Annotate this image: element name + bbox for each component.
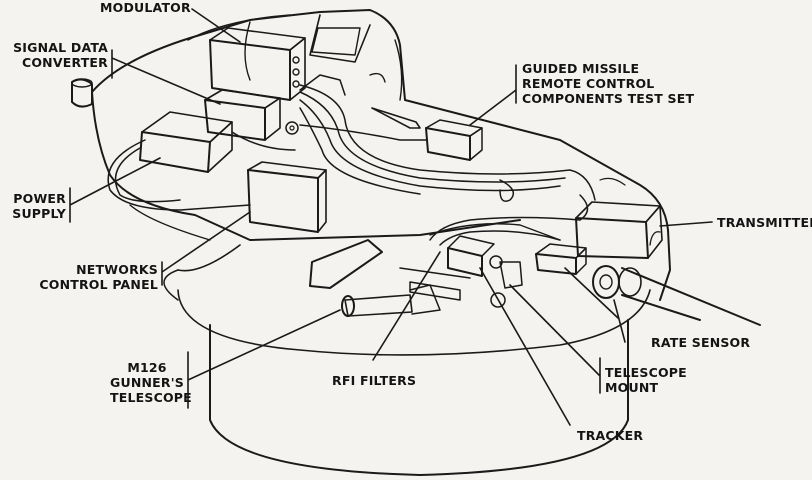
modulator-box	[209, 27, 306, 101]
label-modulator: MODULATOR	[100, 0, 191, 15]
label-power-supply-line-1: POWER	[13, 191, 66, 206]
label-power-supply: POWER SUPPLY	[4, 191, 66, 221]
console-block	[309, 239, 383, 289]
transmitter-box	[575, 201, 663, 259]
label-telescope-mount-line-2: MOUNT	[605, 380, 659, 395]
networks-control-panel-box	[247, 161, 327, 233]
label-tracker-line-1: TRACKER	[577, 428, 644, 443]
gun-barrel	[592, 265, 761, 326]
label-rate-sensor-line-1: RATE SENSOR	[651, 335, 751, 350]
label-transmitter-line-1: TRANSMITTER	[717, 215, 812, 230]
label-signal-data-converter: SIGNAL DATA CONVERTER	[4, 40, 108, 70]
label-networks-control-panel-line-1: NETWORKS	[76, 262, 158, 277]
label-transmitter: TRANSMITTER	[717, 215, 812, 230]
label-signal-data-converter-line-1: SIGNAL DATA	[13, 40, 108, 55]
label-telescope-mount: TELESCOPE MOUNT	[605, 365, 687, 395]
turret-hull	[91, 9, 671, 301]
label-test-set-line-1: GUIDED MISSILE	[522, 61, 640, 76]
rate-sensor-box	[535, 243, 587, 275]
tracker-box	[447, 235, 503, 277]
telescope-mount-assembly	[399, 261, 523, 308]
label-networks-control-panel: NETWORKS CONTROL PANEL	[30, 262, 158, 292]
label-m126-gunners-telescope: M126 GUNNER'S TELESCOPE	[110, 360, 192, 405]
signal-data-converter-box	[204, 89, 299, 141]
test-set-box	[371, 107, 483, 161]
callout-lines	[69, 8, 713, 426]
knob	[71, 78, 93, 108]
label-guided-missile-test-set: GUIDED MISSILE REMOTE CONTROL COMPONENTS…	[522, 61, 694, 106]
label-networks-control-panel-line-2: CONTROL PANEL	[39, 277, 158, 292]
label-m126-line-2: GUNNER'S	[110, 375, 184, 390]
label-telescope-mount-line-1: TELESCOPE	[605, 365, 687, 380]
label-tracker: TRACKER	[577, 428, 643, 443]
label-modulator-line-1: MODULATOR	[100, 0, 191, 15]
label-power-supply-line-2: SUPPLY	[12, 206, 66, 221]
label-m126-line-3: TELESCOPE	[110, 390, 192, 405]
label-rate-sensor: RATE SENSOR	[651, 335, 750, 350]
label-test-set-line-2: REMOTE CONTROL	[522, 76, 655, 91]
power-supply-box	[139, 111, 233, 173]
label-m126-line-1: M126	[127, 360, 167, 375]
label-test-set-line-3: COMPONENTS TEST SET	[522, 91, 695, 106]
turret-base	[163, 269, 651, 476]
gunners-telescope-assembly	[341, 284, 441, 317]
cable-harness	[107, 74, 596, 246]
label-signal-data-converter-line-2: CONVERTER	[21, 55, 108, 70]
label-rfi-filters-line-1: RFI FILTERS	[332, 373, 417, 388]
label-rfi-filters: RFI FILTERS	[332, 373, 416, 388]
